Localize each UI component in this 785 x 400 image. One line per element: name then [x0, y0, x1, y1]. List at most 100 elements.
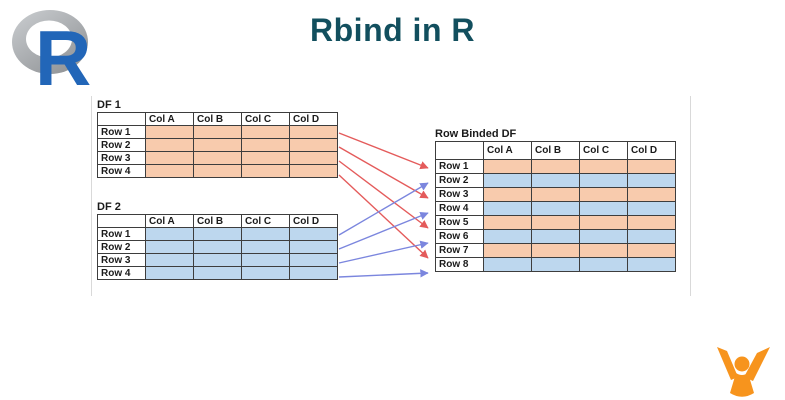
data-cell — [241, 266, 290, 280]
corner-cell — [97, 214, 146, 228]
table-row: Row 1 — [97, 227, 338, 241]
data-cell — [145, 164, 194, 178]
data-cell — [193, 253, 242, 267]
data-cell — [193, 164, 242, 178]
table-row: Row 3 — [97, 253, 338, 267]
data-cell — [483, 215, 532, 230]
person-right-arm — [744, 347, 770, 381]
data-cell — [289, 266, 338, 280]
data-cell — [483, 229, 532, 244]
row-label: Row 3 — [97, 253, 146, 267]
data-cell — [579, 215, 628, 230]
column-header: Col A — [145, 214, 194, 228]
row-label: Row 3 — [435, 187, 484, 202]
data-cell — [145, 125, 194, 139]
table-row: Row 2 — [97, 138, 338, 152]
table-row: Row 1 — [435, 159, 676, 174]
data-cell — [145, 138, 194, 152]
data-cell — [627, 201, 676, 216]
data-cell — [193, 266, 242, 280]
data-cell — [145, 253, 194, 267]
red-mapping-arrow — [338, 174, 429, 259]
data-cell — [241, 227, 290, 241]
row-label: Row 2 — [97, 240, 146, 254]
data-cell — [241, 253, 290, 267]
red-mapping-arrow — [338, 132, 429, 170]
table-row: Row 2 — [435, 173, 676, 188]
data-cell — [579, 187, 628, 202]
data-cell — [579, 243, 628, 258]
table-row: Row 4 — [97, 266, 338, 280]
table-row: Row 5 — [435, 215, 676, 230]
data-cell — [145, 266, 194, 280]
row-label: Row 6 — [435, 229, 484, 244]
row-label: Row 5 — [435, 215, 484, 230]
data-cell — [579, 201, 628, 216]
column-header: Col C — [241, 214, 290, 228]
red-mapping-arrow — [338, 146, 429, 199]
table-row: Row 7 — [435, 243, 676, 258]
row-label: Row 4 — [435, 201, 484, 216]
celebrating-person-logo — [717, 347, 770, 397]
data-cell — [241, 151, 290, 165]
row-label: Row 1 — [435, 159, 484, 174]
data-cell — [579, 257, 628, 272]
person-left-arm — [717, 347, 738, 380]
red-mapping-arrow — [338, 160, 429, 229]
data-cell — [531, 257, 580, 272]
table-row: Row 2 — [97, 240, 338, 254]
data-cell — [241, 164, 290, 178]
table-row: Row 4 — [435, 201, 676, 216]
data-cell — [579, 229, 628, 244]
data-cell — [483, 187, 532, 202]
data-cell — [531, 159, 580, 174]
column-header: Col B — [193, 214, 242, 228]
row-label: Row 2 — [97, 138, 146, 152]
blue-mapping-arrow — [338, 269, 429, 278]
r-logo-letter: R — [35, 14, 91, 102]
row-label: Row 7 — [435, 243, 484, 258]
data-cell — [289, 227, 338, 241]
data-cell — [579, 159, 628, 174]
column-header: Col B — [531, 141, 580, 160]
data-cell — [627, 215, 676, 230]
data-cell — [627, 257, 676, 272]
table-row: Row 3 — [97, 151, 338, 165]
data-cell — [531, 229, 580, 244]
data-cell — [483, 159, 532, 174]
blue-mapping-arrow — [338, 211, 429, 250]
data-cell — [289, 151, 338, 165]
data-cell — [193, 125, 242, 139]
data-cell — [289, 240, 338, 254]
result-label: Row Binded DF — [435, 128, 517, 140]
column-header: Col C — [241, 112, 290, 126]
row-label: Row 8 — [435, 257, 484, 272]
data-cell — [145, 227, 194, 241]
data-cell — [145, 151, 194, 165]
data-cell — [241, 138, 290, 152]
data-cell — [193, 227, 242, 241]
data-cell — [193, 138, 242, 152]
data-cell — [241, 240, 290, 254]
row-label: Row 4 — [97, 164, 146, 178]
data-cell — [627, 187, 676, 202]
data-cell — [531, 201, 580, 216]
divider-line-left — [91, 96, 92, 296]
data-cell — [241, 125, 290, 139]
data-cell — [289, 138, 338, 152]
df1-label: DF 1 — [97, 99, 121, 111]
data-cell — [483, 257, 532, 272]
column-header: Col A — [145, 112, 194, 126]
row-label: Row 4 — [97, 266, 146, 280]
row-label: Row 1 — [97, 125, 146, 139]
data-cell — [627, 243, 676, 258]
data-cell — [579, 173, 628, 188]
person-head — [734, 356, 750, 372]
